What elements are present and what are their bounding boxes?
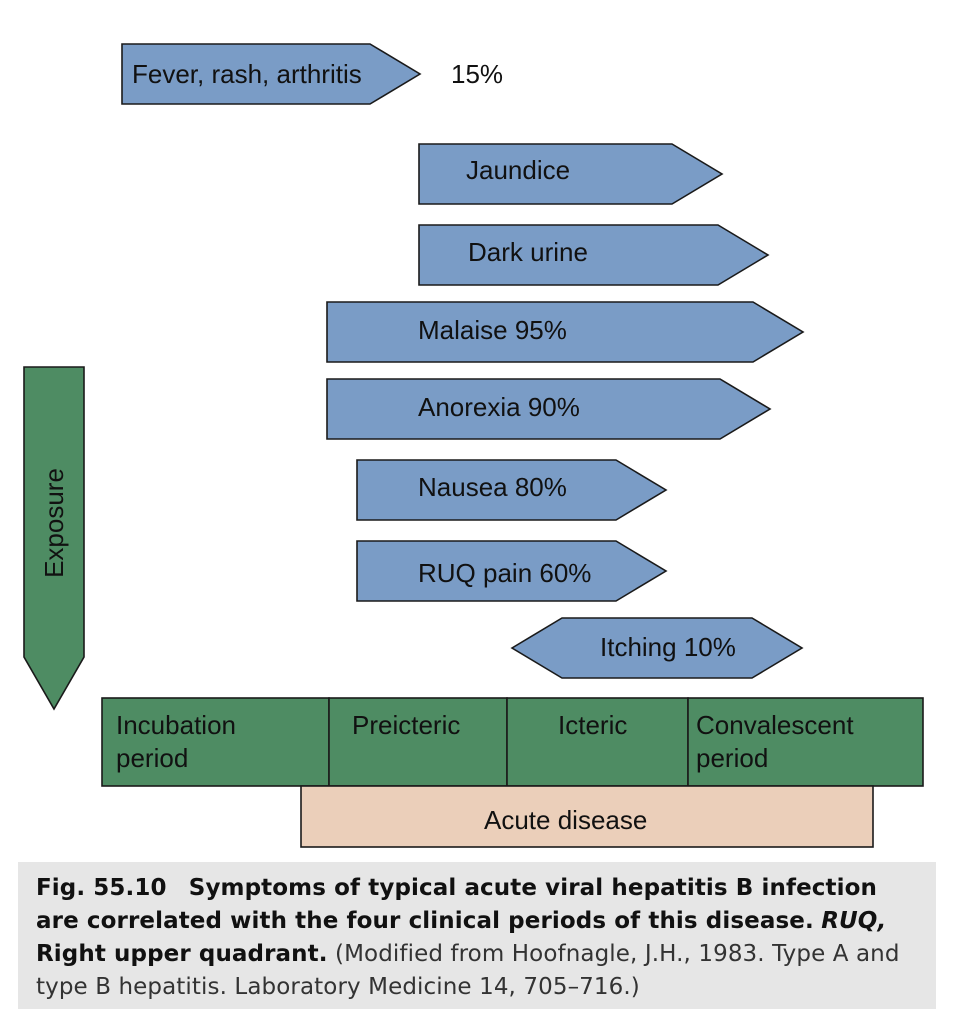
- dark-urine-label: Dark urine: [468, 237, 588, 267]
- preicteric-label: Preicteric: [352, 710, 460, 740]
- caption-text: Symptoms of typical acute viral hepatiti…: [36, 875, 877, 934]
- incubation-label-line2: period: [116, 743, 188, 773]
- jaundice-arrow: Jaundice: [418, 143, 724, 205]
- convalescent-period-box: [687, 697, 924, 787]
- incubation-period-box: [101, 697, 330, 787]
- fever-label: Fever, rash, arthritis: [132, 59, 362, 89]
- caption-source-note: (Modified from Hoofnagle, J.H., 1983. Ty…: [36, 941, 900, 1000]
- anorexia-arrow: Anorexia 90%: [326, 378, 772, 440]
- itching-arrow: Itching 10%: [510, 617, 804, 679]
- ruq-pain-label: RUQ pain 60%: [418, 558, 591, 588]
- malaise-arrow: Malaise 95%: [326, 301, 805, 363]
- exposure-label: Exposure: [39, 468, 69, 578]
- caption-abbreviation-definition: Right upper quadrant.: [36, 941, 328, 967]
- fever-arrow: Fever, rash, arthritis: [121, 43, 422, 105]
- figure-caption: Fig. 55.10 Symptoms of typical acute vir…: [18, 862, 936, 1009]
- anorexia-label: Anorexia 90%: [418, 392, 580, 422]
- icteric-label: Icteric: [558, 710, 627, 740]
- convalescent-label-line1: Convalescent: [696, 710, 854, 740]
- acute-disease-bar: Acute disease: [300, 785, 874, 848]
- malaise-label: Malaise 95%: [418, 315, 567, 345]
- caption-abbreviation: RUQ,: [821, 908, 887, 934]
- incubation-label-line1: Incubation: [116, 710, 236, 740]
- fever-percent: 15%: [451, 59, 503, 89]
- figure-number: Fig. 55.10: [36, 875, 167, 901]
- jaundice-label: Jaundice: [466, 155, 570, 185]
- nausea-arrow: Nausea 80%: [356, 459, 668, 521]
- ruq-pain-arrow: RUQ pain 60%: [356, 540, 668, 602]
- preicteric-box: [328, 697, 508, 787]
- itching-label: Itching 10%: [600, 632, 736, 662]
- exposure-arrow: Exposure: [23, 366, 85, 711]
- hepatitis-b-diagram: Fever, rash, arthritis 15% Jaundice Dark…: [23, 43, 924, 848]
- dark-urine-arrow: Dark urine: [418, 224, 770, 286]
- nausea-label: Nausea 80%: [418, 472, 567, 502]
- acute-disease-label: Acute disease: [484, 805, 647, 835]
- convalescent-label-line2: period: [696, 743, 768, 773]
- period-bar: Incubation period Preicteric Icteric Con…: [101, 697, 924, 787]
